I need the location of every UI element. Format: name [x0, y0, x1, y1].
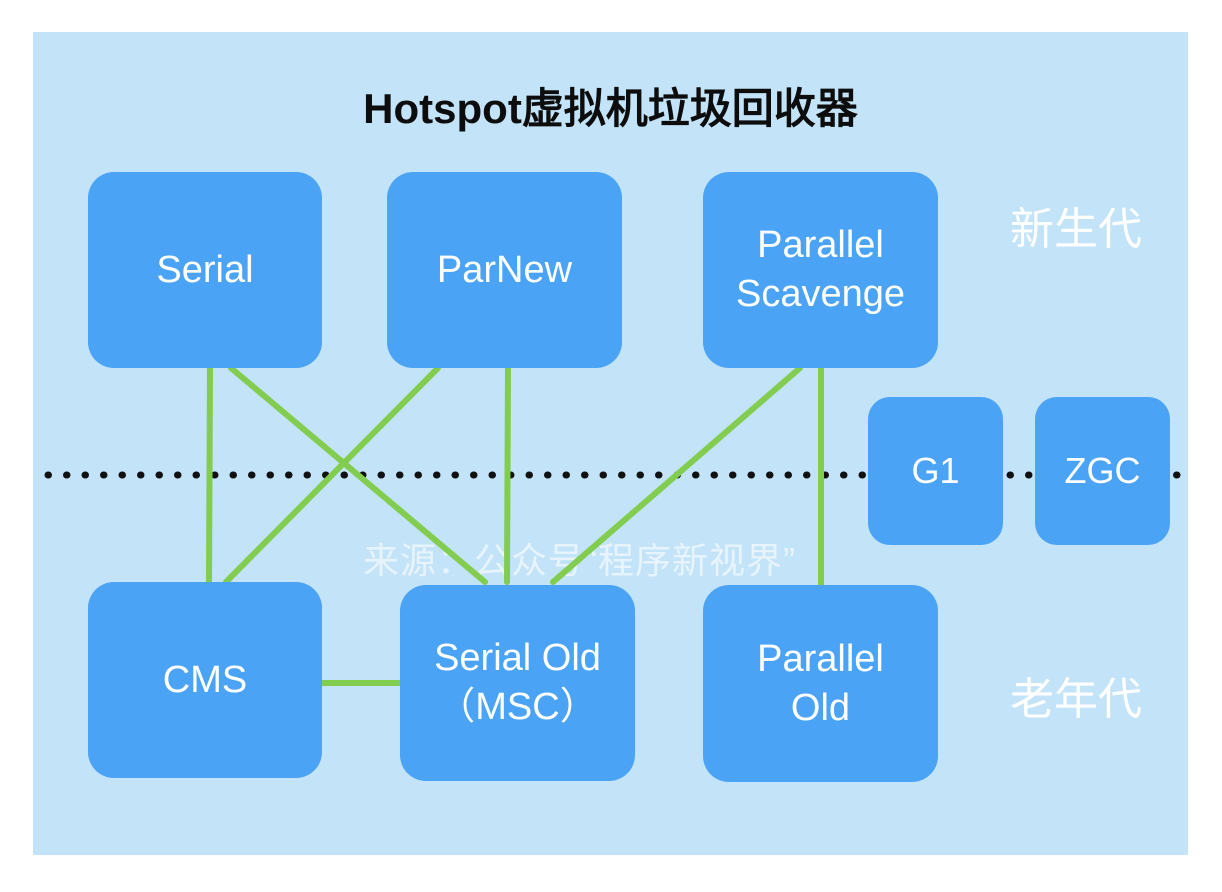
node-parallel-old[interactable]: Parallel Old — [703, 585, 938, 782]
node-parallel-scavenge[interactable]: Parallel Scavenge — [703, 172, 938, 368]
node-serial[interactable]: Serial — [88, 172, 322, 368]
node-g1[interactable]: G1 — [868, 397, 1003, 545]
node-parnew[interactable]: ParNew — [387, 172, 622, 368]
generation-label-old: 老年代 — [1010, 675, 1142, 724]
watermark-text: 来源：公众号“程序新视界” — [363, 540, 796, 581]
node-zgc[interactable]: ZGC — [1035, 397, 1170, 545]
node-cms[interactable]: CMS — [88, 582, 322, 778]
page-title: Hotspot虚拟机垃圾回收器 — [363, 85, 858, 132]
generation-label-young: 新生代 — [1010, 205, 1142, 254]
node-serial-old[interactable]: Serial Old （MSC） — [400, 585, 635, 781]
